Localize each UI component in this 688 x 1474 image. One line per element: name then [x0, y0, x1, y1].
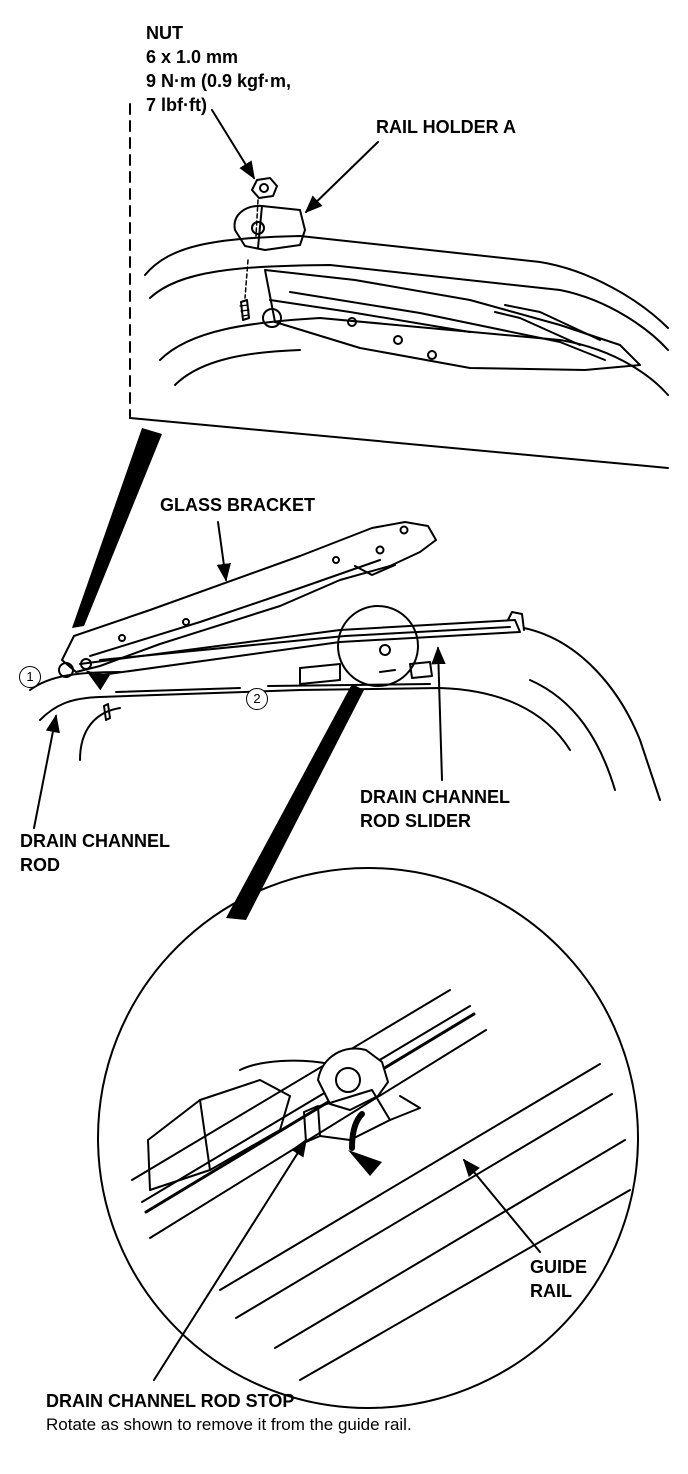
rail: [264, 269, 641, 371]
drain-channel-rod-leader: [33, 714, 60, 829]
top-detail-inset: [129, 103, 669, 469]
step-2-marker: 2: [246, 688, 268, 710]
magnified-circle: [97, 867, 639, 1409]
drain-channel-rod-stop: [303, 1047, 421, 1143]
guide-rail-label: GUIDE: [530, 1257, 588, 1277]
inset-connector: [72, 428, 162, 628]
magnifier-connector: [226, 684, 364, 920]
nut-torque-label-line-2: 7 lbf·ft): [146, 95, 207, 115]
magnified-view: [97, 867, 639, 1409]
rail-holder-a: [233, 204, 306, 251]
rail-holder-a-leader: [304, 141, 379, 214]
nut-label: NUT: [146, 23, 183, 43]
drain-channel-rod-slider-leader: [431, 646, 446, 781]
removal-instruction: Rotate as shown to remove it from the gu…: [46, 1415, 412, 1434]
drain-channel-rod-stop-label: DRAIN CHANNEL ROD STOP: [46, 1391, 295, 1411]
nut: [251, 177, 278, 237]
rail-holder-a-label: RAIL HOLDER A: [376, 117, 517, 137]
drain-channel-rod-slider-label: DRAIN CHANNEL: [360, 787, 510, 807]
glass-bracket-leader: [216, 521, 231, 582]
nut-torque-label: 9 N·m (0.9 kgf·m,: [146, 71, 292, 91]
drain-channel-rod-label-line-2: ROD: [20, 855, 60, 875]
glass-bracket: [61, 521, 437, 673]
inset-border-bottom: [129, 417, 669, 469]
stud: [239, 259, 250, 321]
glass-bracket-assembly: [29, 521, 661, 829]
rod-stop-leader: [153, 1138, 307, 1381]
drain-channel-rod-slider-label-line-2: ROD SLIDER: [360, 811, 472, 831]
nut-leader: [211, 109, 255, 180]
drain-channel-rod-label: DRAIN CHANNEL: [20, 831, 170, 851]
slider-magnifier: [337, 605, 419, 687]
glass-bracket-label: GLASS BRACKET: [160, 495, 316, 515]
guide-rail-leader: [462, 1158, 541, 1253]
nut-size-label: 6 x 1.0 mm: [146, 47, 239, 67]
rotation-arrow: [349, 1111, 365, 1151]
guide-rail-label-line-2: RAIL: [530, 1281, 572, 1301]
step-1-marker: 1: [19, 666, 41, 688]
